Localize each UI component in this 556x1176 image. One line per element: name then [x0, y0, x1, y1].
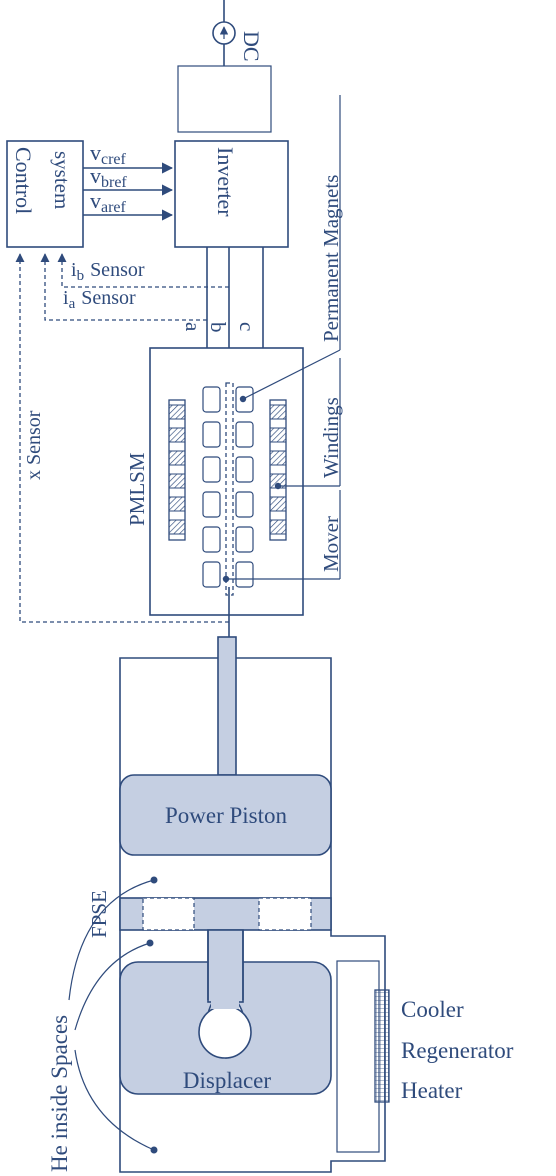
phase-c-label: c	[235, 322, 259, 331]
power-piston	[119, 774, 332, 856]
varef-label: varef	[90, 188, 127, 216]
inverter: Inverter	[174, 140, 289, 248]
dc-label: DC	[239, 31, 264, 62]
right-windings	[269, 399, 287, 541]
windings-label: Windings	[319, 397, 343, 478]
x-sensor-label: x Sensor	[23, 410, 45, 480]
reference-signals: vcref vbref varef	[83, 140, 174, 221]
mover-magnets	[202, 382, 254, 596]
displacer-label: Displacer	[183, 1068, 271, 1093]
phase-b-label: b	[206, 322, 230, 333]
position-sensor: x Sensor	[15, 253, 229, 623]
inverter-label: Inverter	[213, 147, 238, 217]
control-label-line2: system	[50, 151, 74, 209]
left-windings	[168, 399, 186, 541]
cooler-label: Cooler	[401, 997, 464, 1022]
regenerator-label: Regenerator	[401, 1038, 514, 1063]
dc-source: DC	[177, 0, 272, 133]
vcref-label: vcref	[90, 140, 127, 168]
mover-label: Mover	[319, 516, 343, 572]
fpse-engine: Power Piston FPSE Displacer Cooler Regen…	[47, 636, 514, 1173]
pmlsm: PMLSM	[125, 95, 343, 616]
power-piston-label: Power Piston	[165, 803, 288, 828]
fpse-label: FPSE	[87, 890, 111, 938]
control-label-line1: Control	[11, 147, 36, 214]
heat-exchanger	[374, 989, 390, 1103]
control-system: Control system	[6, 140, 84, 248]
heater-label: Heater	[401, 1078, 463, 1103]
phase-wires: a b c	[181, 247, 264, 348]
pmlsm-label: PMLSM	[125, 452, 149, 526]
permanent-magnets-label: Permanent Magnets	[319, 175, 343, 342]
he-spaces-label: He inside Spaces	[47, 1015, 72, 1172]
vbref-label: vbref	[90, 163, 127, 191]
phase-a-label: a	[181, 322, 205, 332]
